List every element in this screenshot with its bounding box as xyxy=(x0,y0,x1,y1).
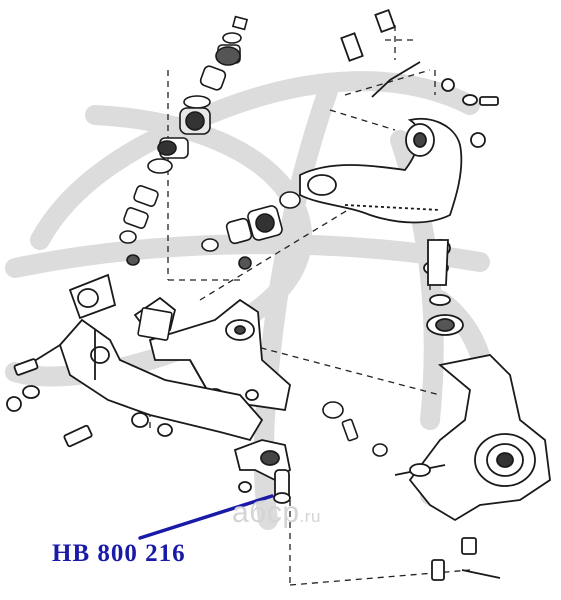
watermark-suffix: .ru xyxy=(299,507,321,526)
leader-line xyxy=(138,494,274,540)
watermark-text: aбcp.ru xyxy=(232,496,321,530)
lower-control-arm xyxy=(6,273,264,448)
ball-joint xyxy=(233,439,292,504)
assembly-lines xyxy=(149,25,471,586)
bushing-stack-left xyxy=(119,15,249,266)
inner-bushings xyxy=(201,191,301,270)
bolts-nuts xyxy=(137,307,388,457)
steering-knuckle xyxy=(394,354,551,581)
part-number-label: HB 800 216 xyxy=(52,540,186,567)
upper-control-arm xyxy=(299,8,499,336)
watermark-main: aбcp xyxy=(232,496,300,529)
